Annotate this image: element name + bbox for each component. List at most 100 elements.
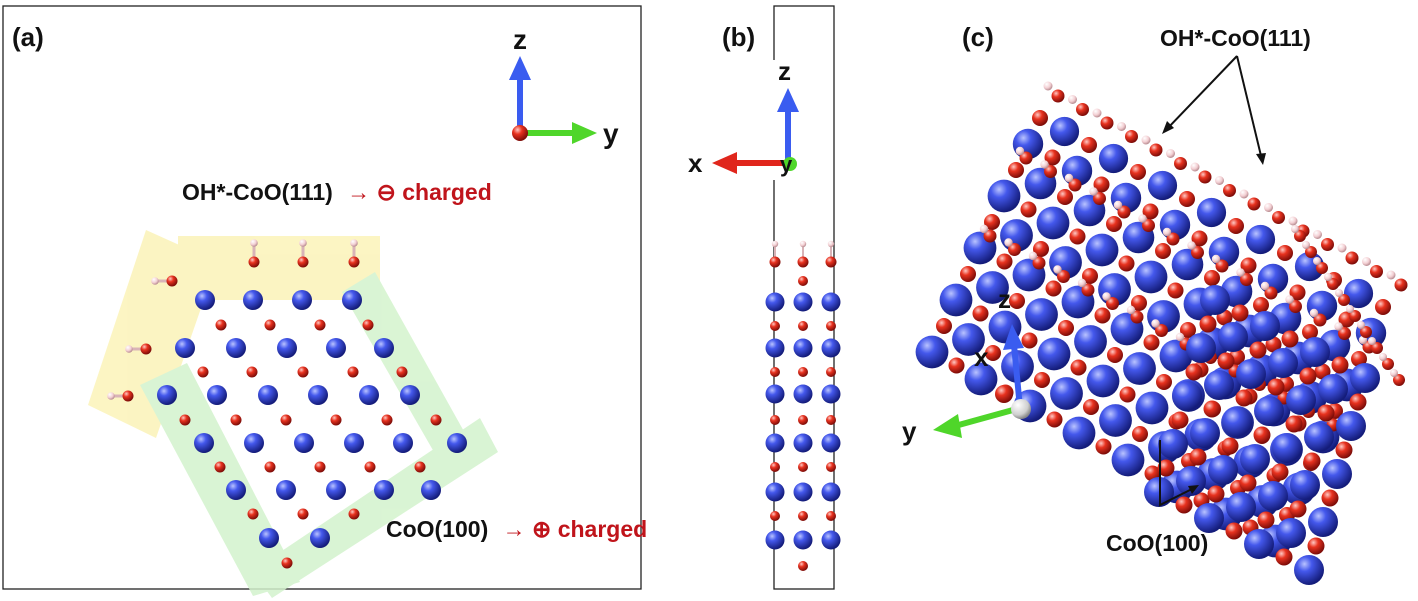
- cobalt-atom: [1172, 381, 1202, 411]
- oxygen-atom: [1199, 315, 1217, 333]
- cobalt-atom: [1062, 416, 1096, 450]
- oxygen-atom: [264, 319, 276, 331]
- oxygen-atom: [996, 253, 1013, 270]
- cobalt-atom: [1286, 385, 1316, 415]
- callout-coo100: CoO(100): [1106, 440, 1208, 556]
- oxygen-atom: [798, 415, 808, 425]
- cobalt-atom: [976, 271, 1009, 304]
- hydrogen-atom: [1040, 160, 1049, 169]
- panel-c-axis-gizmo: z x y: [902, 284, 1031, 446]
- cobalt-atom: [421, 480, 441, 500]
- oxygen-atom: [1247, 197, 1261, 211]
- oxygen-atom: [1057, 189, 1073, 205]
- cobalt-atom: [793, 482, 813, 502]
- x-axis-endpoint: [995, 385, 1013, 403]
- cobalt-atom: [342, 290, 362, 310]
- oxygen-atom: [1180, 322, 1196, 338]
- oxygen-atom: [797, 256, 809, 268]
- oxygen-atom: [1215, 259, 1229, 273]
- oxygen-atom: [948, 357, 965, 374]
- oxygen-atom: [826, 321, 836, 331]
- cobalt-atom: [915, 335, 949, 369]
- oxygen-atom: [1249, 341, 1267, 359]
- hydrogen-atom: [827, 240, 835, 248]
- oxygen-atom: [430, 414, 442, 426]
- oxygen-atom: [1299, 367, 1317, 385]
- oxygen-atom: [1349, 393, 1367, 411]
- panel-a-frame: [2, 5, 642, 590]
- cobalt-atom: [1190, 418, 1220, 448]
- oxygen-atom: [1338, 294, 1350, 306]
- hydrogen-atom: [151, 277, 159, 285]
- oxygen-atom: [1221, 437, 1239, 455]
- callout-oh-coo111-label: OH*-CoO(111): [1160, 25, 1311, 51]
- oxygen-atom: [770, 415, 780, 425]
- surface-bands: [88, 230, 498, 598]
- cobalt-atom: [1111, 443, 1145, 477]
- oxygen-atom: [248, 256, 260, 268]
- oxygen-atom: [1235, 389, 1253, 407]
- oxygen-atom: [1107, 347, 1123, 363]
- y-axis-arrowhead: [933, 414, 962, 438]
- cobalt-atom: [1244, 529, 1274, 559]
- oxygen-atom: [1118, 255, 1135, 272]
- oxygen-atom: [1179, 191, 1195, 207]
- oxygen-atom: [179, 414, 191, 426]
- axis-x-label: x: [688, 148, 703, 178]
- oxygen-atom: [1223, 184, 1236, 197]
- oxygen-atom: [1327, 278, 1339, 290]
- oxygen-atom: [1275, 548, 1293, 566]
- cobalt-atom: [1135, 391, 1169, 425]
- cobalt-atom: [765, 433, 785, 453]
- hydrogen-atom: [1175, 332, 1185, 342]
- cobalt-atom: [310, 528, 330, 548]
- oxygen-atom: [1264, 286, 1278, 300]
- oxygen-atom: [1189, 448, 1207, 466]
- oxygen-atom: [1267, 378, 1285, 396]
- panel-b-axis-gizmo: z x y: [688, 56, 804, 180]
- cobalt-atom: [1134, 260, 1168, 294]
- x-axis-endpoint: [512, 125, 528, 141]
- cobalt-atom: [821, 338, 841, 358]
- oxygen-atom: [798, 511, 808, 521]
- oxygen-atom: [1034, 372, 1050, 388]
- oxygen-atom: [1331, 356, 1349, 374]
- oxygen-atom: [770, 321, 780, 331]
- cobalt-atom: [1236, 359, 1266, 389]
- oxygen-atom: [1289, 284, 1306, 301]
- oxygen-atom: [1021, 332, 1038, 349]
- oxygen-atom: [314, 461, 326, 473]
- cobalt-atom: [1204, 370, 1234, 400]
- panel-a-axis-gizmo: z y: [509, 24, 619, 149]
- hydrogen-atom: [1386, 270, 1396, 280]
- oxygen-atom: [1302, 324, 1318, 340]
- oxygen-atom: [1106, 297, 1119, 310]
- hydrogen-atom: [1337, 243, 1347, 253]
- oxygen-atom: [364, 461, 376, 473]
- cobalt-atom: [1098, 143, 1129, 174]
- oxygen-atom: [1174, 157, 1187, 170]
- oxygen-atom: [297, 508, 309, 520]
- oxygen-atom: [770, 511, 780, 521]
- coo100-band-right: [342, 272, 466, 452]
- axis-y-label: y: [780, 152, 793, 177]
- oxygen-atom: [825, 256, 837, 268]
- cobalt-atom: [1268, 348, 1298, 378]
- callout-arrowhead-2: [1256, 153, 1266, 165]
- hydrogen-atom: [1313, 257, 1321, 265]
- oxygen-atom: [1008, 162, 1024, 178]
- cobalt-atom: [1258, 481, 1288, 511]
- cobalt-atom: [939, 283, 973, 317]
- oxygen-atom: [1338, 327, 1351, 340]
- cobalt-atom: [359, 385, 379, 405]
- hydrogen-atom: [1264, 203, 1273, 212]
- annotation-oh-coo111: OH*-CoO(111) → ⊖ charged: [182, 179, 492, 205]
- oxygen-atom: [1032, 110, 1048, 126]
- oxygen-atom: [1044, 165, 1057, 178]
- cobalt-atom: [207, 385, 227, 405]
- oxygen-atom: [1271, 463, 1289, 481]
- oxygen-atom: [1081, 137, 1097, 153]
- annotation-coo100: CoO(100) → ⊕ charged: [386, 516, 647, 542]
- oxygen-atom: [230, 414, 242, 426]
- oxygen-atom: [1370, 265, 1383, 278]
